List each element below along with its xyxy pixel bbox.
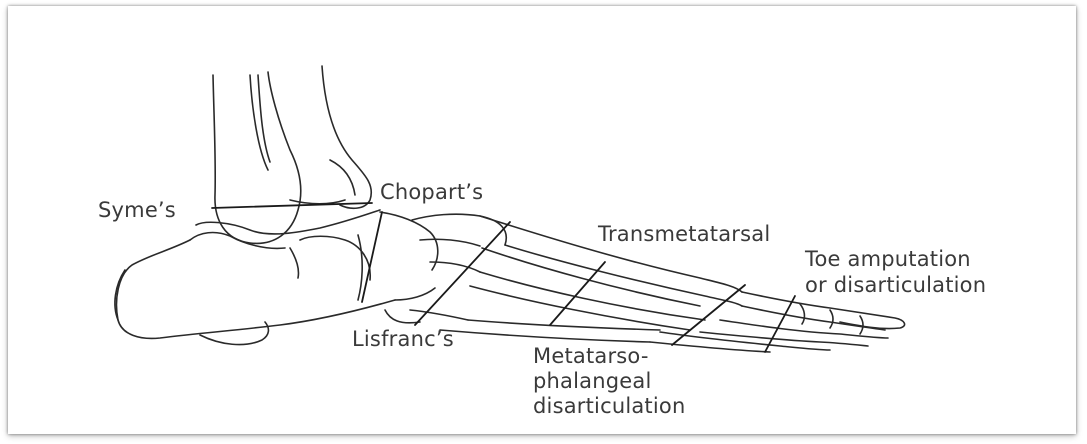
mtp-label-line3: disarticulation — [533, 394, 685, 418]
mtp-label-line2: phalangeal — [533, 369, 651, 393]
symes-label: Syme’s — [98, 198, 176, 222]
toe-amputation-line — [765, 296, 795, 352]
midfoot-bones — [385, 214, 506, 323]
choparts-label: Chopart’s — [380, 180, 483, 204]
transmetatarsal-label: Transmetatarsal — [598, 222, 770, 246]
toe-amputation-label-line1: Toe amputation — [805, 247, 971, 271]
toe-amputation-label-line2: or disarticulation — [805, 273, 986, 297]
hindfoot-bones — [115, 210, 438, 345]
mtp-label-line1: Metatarso- — [533, 344, 649, 368]
leg-bones — [213, 66, 371, 243]
phalanx-bones — [650, 292, 905, 352]
lisfrancs-label: Lisfranc’s — [352, 327, 454, 351]
lisfrancs-line — [415, 222, 510, 325]
